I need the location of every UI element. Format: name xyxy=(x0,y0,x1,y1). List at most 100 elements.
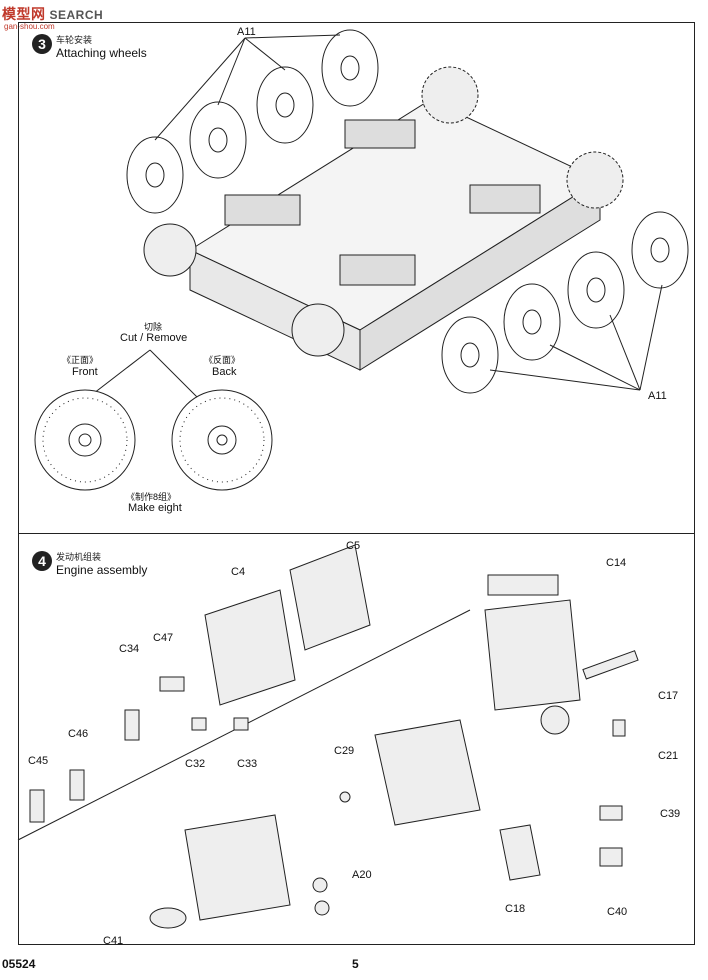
remove-label-en: Cut / Remove xyxy=(120,332,188,344)
road-wheel xyxy=(126,136,184,214)
part-label: A20 xyxy=(352,869,372,881)
watermark-domain: gan-shou.com xyxy=(4,22,55,31)
wheel-front xyxy=(34,389,136,491)
leader-line xyxy=(244,34,341,39)
engine-part-c4 xyxy=(204,589,296,706)
road-wheel xyxy=(567,251,625,329)
front-label-cn: 《正面》 xyxy=(62,355,99,365)
engine-block-center xyxy=(374,719,481,826)
idler-wheel xyxy=(291,303,345,357)
part-label: C39 xyxy=(660,808,681,820)
engine-part-c45 xyxy=(29,789,45,823)
part-label-a11-bottom: A11 xyxy=(648,390,667,402)
engine-block-right xyxy=(484,599,581,711)
page-number: 5 xyxy=(352,957,359,971)
engine-part-c18 xyxy=(499,824,541,881)
part-label: C17 xyxy=(658,690,679,702)
wheel-back-rivets xyxy=(179,397,265,483)
part-label: C32 xyxy=(185,758,206,770)
road-wheel xyxy=(321,29,379,107)
road-wheels-lower xyxy=(441,211,689,394)
leader-line xyxy=(244,37,286,71)
leader-line xyxy=(549,344,641,391)
kit-code: 05524 xyxy=(2,957,36,971)
leader-line xyxy=(217,37,246,106)
part-label-a11-top: A11 xyxy=(237,26,256,38)
step3-header: 3 车轮安装 Attaching wheels xyxy=(32,34,147,60)
leader-line xyxy=(489,369,641,391)
front-label-en: Front xyxy=(72,366,98,378)
wheel-detail xyxy=(34,349,273,491)
leader-line xyxy=(609,314,641,391)
sprocket xyxy=(566,151,624,209)
part-label: C14 xyxy=(606,557,627,569)
part-label: C45 xyxy=(28,755,49,767)
step3-title-cn: 车轮安装 xyxy=(56,35,93,45)
part-label: C40 xyxy=(607,906,628,918)
part-label: C21 xyxy=(658,750,679,762)
engine-part-c46 xyxy=(69,769,85,801)
wheel-front-hub xyxy=(68,423,102,457)
part-label: C33 xyxy=(237,758,258,770)
road-wheel-hub xyxy=(586,277,606,303)
part-label: C34 xyxy=(119,643,140,655)
engine-part-c29 xyxy=(339,791,351,803)
sprocket xyxy=(421,66,479,124)
idler-wheel xyxy=(143,223,197,277)
part-label: C29 xyxy=(334,745,355,757)
wheel-back xyxy=(171,389,273,491)
road-wheel xyxy=(503,283,561,361)
part-label: C18 xyxy=(505,903,526,915)
suspension-unit xyxy=(344,119,416,149)
road-wheel xyxy=(189,101,247,179)
wheel-back-hub xyxy=(207,425,237,455)
part-label: C5 xyxy=(346,540,361,552)
engine-part-c14 xyxy=(487,574,559,596)
leader-line xyxy=(639,284,663,391)
back-label-en: Back xyxy=(212,366,237,378)
hull-front xyxy=(359,179,601,371)
engine-block-lower xyxy=(184,814,291,921)
engine-part-a20 xyxy=(314,900,330,916)
road-wheel xyxy=(441,316,499,394)
road-wheel-hub xyxy=(460,342,480,368)
engine-part-c5 xyxy=(289,544,371,651)
road-wheel-hub xyxy=(650,237,670,263)
section-divider xyxy=(18,533,695,534)
step3-title-en: Attaching wheels xyxy=(56,46,147,60)
watermark-search: SEARCH xyxy=(49,8,104,22)
wheel-back-center xyxy=(216,434,228,446)
engine-part-c17 xyxy=(582,650,639,680)
engine-part-a20 xyxy=(312,877,328,893)
engine-part-c32 xyxy=(191,717,207,731)
make-label-en: Make eight xyxy=(128,502,182,514)
wheel-front-rivets xyxy=(42,397,128,483)
engine-part-c47 xyxy=(159,676,185,692)
make-label-cn: 《制作8组》 xyxy=(126,492,177,502)
engine-part-c39 xyxy=(599,805,623,821)
road-wheel-hub xyxy=(208,127,228,153)
leader-line xyxy=(154,37,246,141)
suspension-unit xyxy=(339,254,416,286)
engine-part-c34 xyxy=(124,709,140,741)
step4-header: 4 发动机组装 Engine assembly xyxy=(32,551,147,577)
road-wheel xyxy=(631,211,689,289)
remove-label-cn: 切除 xyxy=(144,322,163,332)
step4-title-en: Engine assembly xyxy=(56,563,148,577)
part-label: C46 xyxy=(68,728,89,740)
road-wheel-hub xyxy=(145,162,165,188)
engine-part-c40 xyxy=(599,847,623,867)
suspension-unit xyxy=(469,184,541,214)
engine-part-c33 xyxy=(233,717,249,731)
engine-part-c21a xyxy=(540,705,570,735)
road-wheel xyxy=(256,66,314,144)
road-wheels-upper xyxy=(126,29,379,214)
step4-number: 4 xyxy=(32,551,52,571)
watermark-brand: 模型网 xyxy=(2,6,46,22)
part-label: C4 xyxy=(231,566,246,578)
step4-title-cn: 发动机组装 xyxy=(56,552,102,562)
step3-number: 3 xyxy=(32,34,52,54)
engine-drawing xyxy=(29,544,639,929)
